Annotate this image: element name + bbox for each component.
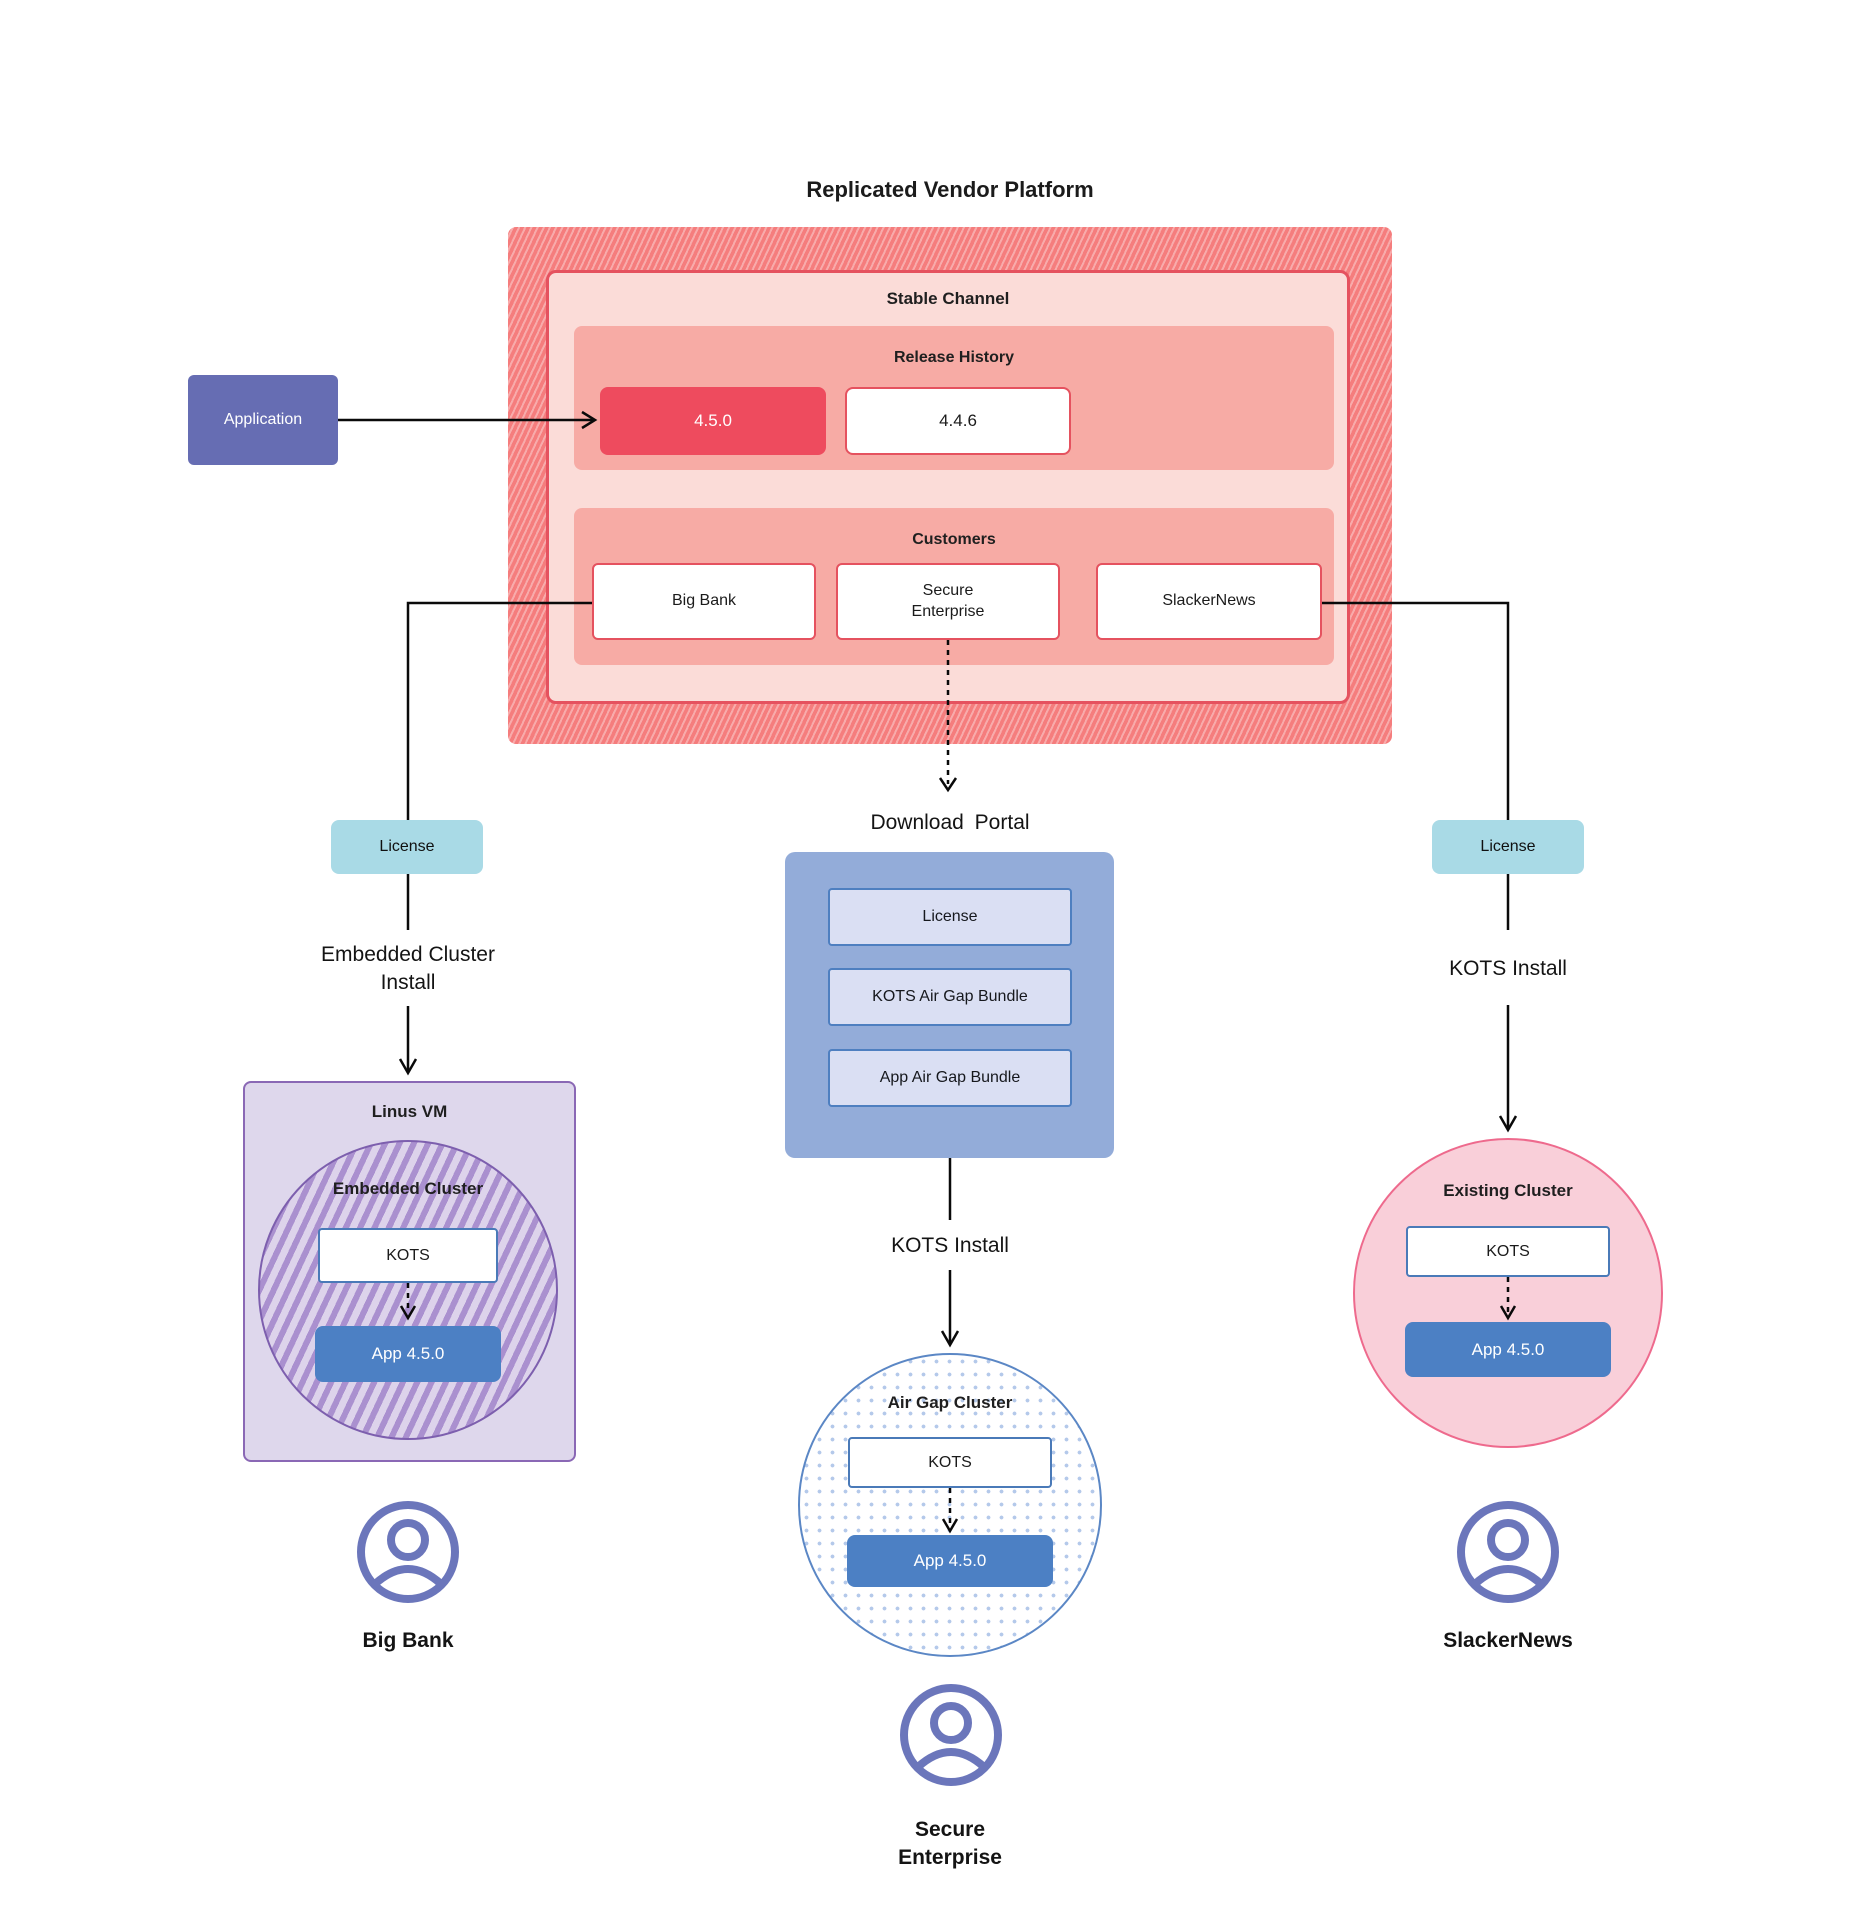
application-box: Application bbox=[188, 375, 338, 465]
page-title: Replicated Vendor Platform bbox=[806, 177, 1094, 202]
license-box-left: License bbox=[331, 820, 483, 874]
customer-box-big-bank: Big Bank bbox=[592, 563, 816, 640]
linus-vm-label: Linus VM bbox=[371, 1102, 448, 1121]
secure-enterprise-user-label: Secure Enterprise bbox=[850, 1816, 1050, 1873]
kots-box-left: KOTS bbox=[318, 1228, 498, 1283]
app-box-right: App 4.5.0 bbox=[1405, 1322, 1611, 1377]
existing-cluster-label: Existing Cluster bbox=[1443, 1181, 1573, 1200]
kots-install-label-middle: KOTS Install bbox=[891, 1234, 1009, 1257]
customer-box-slackernews: SlackerNews bbox=[1096, 563, 1322, 640]
kots-box-right: KOTS bbox=[1406, 1226, 1610, 1277]
user-icon bbox=[1457, 1501, 1559, 1603]
air-gap-cluster-label: Air Gap Cluster bbox=[887, 1393, 1013, 1412]
portal-item-kots-airgap-bundle: KOTS Air Gap Bundle bbox=[828, 968, 1072, 1026]
download-portal-label: Download Portal bbox=[870, 811, 1030, 834]
air-gap-cluster-circle bbox=[798, 1353, 1102, 1657]
license-box-right: License bbox=[1432, 820, 1584, 874]
slackernews-user-label: SlackerNews bbox=[1443, 1629, 1573, 1652]
kots-install-label-right: KOTS Install bbox=[1449, 957, 1567, 980]
embedded-cluster-label: Embedded Cluster bbox=[332, 1179, 484, 1198]
embedded-cluster-install-label: Embedded Cluster Install bbox=[321, 943, 495, 995]
release-box-4-5-0: 4.5.0 bbox=[600, 387, 826, 455]
arrowhead-airgap bbox=[940, 1330, 960, 1348]
arrowhead-vm bbox=[398, 1058, 418, 1076]
release-box-4-4-6: 4.4.6 bbox=[845, 387, 1071, 455]
user-icon bbox=[357, 1501, 459, 1603]
app-box-middle: App 4.5.0 bbox=[847, 1535, 1053, 1587]
customers-label: Customers bbox=[912, 531, 996, 548]
release-history-label: Release History bbox=[893, 349, 1015, 366]
portal-item-app-airgap-bundle: App Air Gap Bundle bbox=[828, 1049, 1072, 1107]
arrowhead-portal bbox=[938, 777, 958, 793]
customer-box-secure-enterprise-label: Secure Enterprise bbox=[911, 581, 985, 620]
stable-channel-label: Stable Channel bbox=[886, 289, 1010, 308]
portal-item-license: License bbox=[828, 888, 1072, 946]
app-box-left: App 4.5.0 bbox=[315, 1326, 501, 1382]
secure-enterprise-user-label-text: Secure Enterprise bbox=[898, 1818, 1002, 1870]
arrowhead-existing bbox=[1498, 1115, 1518, 1133]
kots-box-middle: KOTS bbox=[848, 1437, 1052, 1488]
user-icon bbox=[900, 1684, 1002, 1786]
big-bank-user-label: Big Bank bbox=[362, 1629, 454, 1652]
customer-box-secure-enterprise: Secure Enterprise bbox=[836, 563, 1060, 640]
